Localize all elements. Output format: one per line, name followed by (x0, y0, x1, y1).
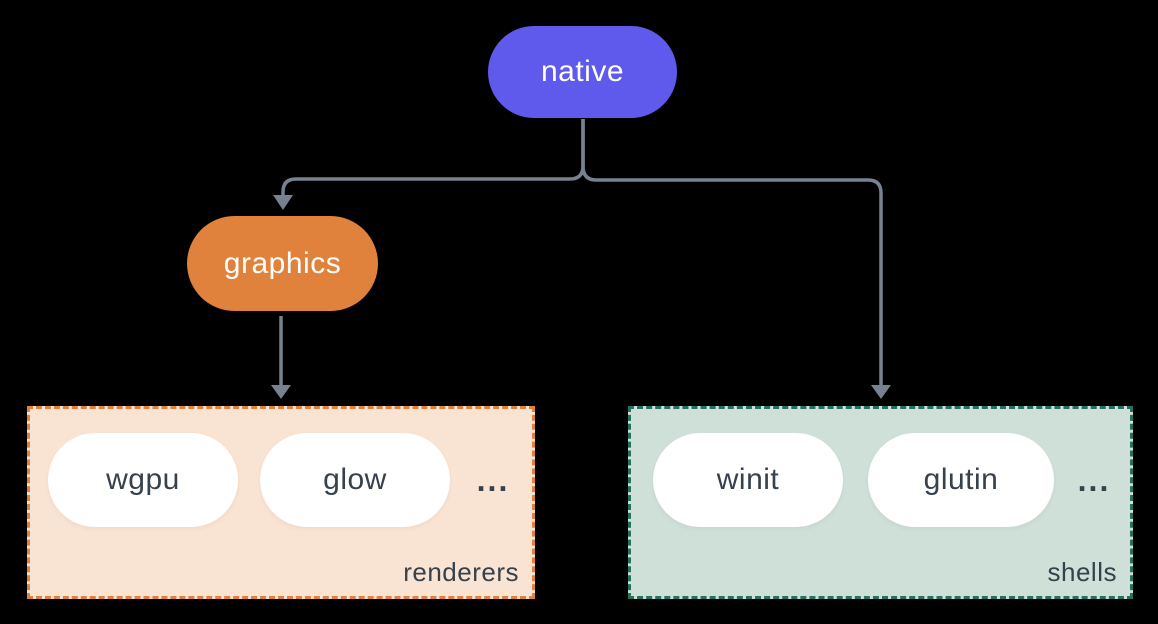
edge-native-graphics (281, 119, 585, 196)
pill-glow-label: glow (323, 463, 387, 496)
arrowhead-renderers (271, 385, 291, 399)
node-native-label: native (540, 55, 625, 88)
group-renderers: wgpu glow ... renderers (27, 406, 535, 599)
pill-glutin-label: glutin (923, 463, 999, 496)
pill-winit: winit (653, 433, 843, 527)
pill-glow: glow (260, 433, 450, 527)
renderers-ellipsis: ... (476, 461, 510, 498)
node-graphics: graphics (187, 216, 378, 311)
pill-winit-label: winit (716, 463, 780, 496)
arrowhead-graphics (273, 195, 293, 210)
group-renderers-label: renderers (403, 557, 519, 587)
node-native: native (488, 26, 677, 118)
pill-wgpu: wgpu (48, 433, 238, 527)
group-shells-label: shells (1047, 557, 1117, 587)
arrowhead-shells (871, 385, 891, 399)
pill-glutin: glutin (868, 433, 1054, 527)
group-shells: winit glutin ... shells (628, 406, 1133, 599)
pill-wgpu-label: wgpu (106, 463, 180, 496)
shells-ellipsis: ... (1077, 461, 1111, 498)
edge-native-shells (581, 119, 883, 385)
node-graphics-label: graphics (223, 246, 342, 280)
